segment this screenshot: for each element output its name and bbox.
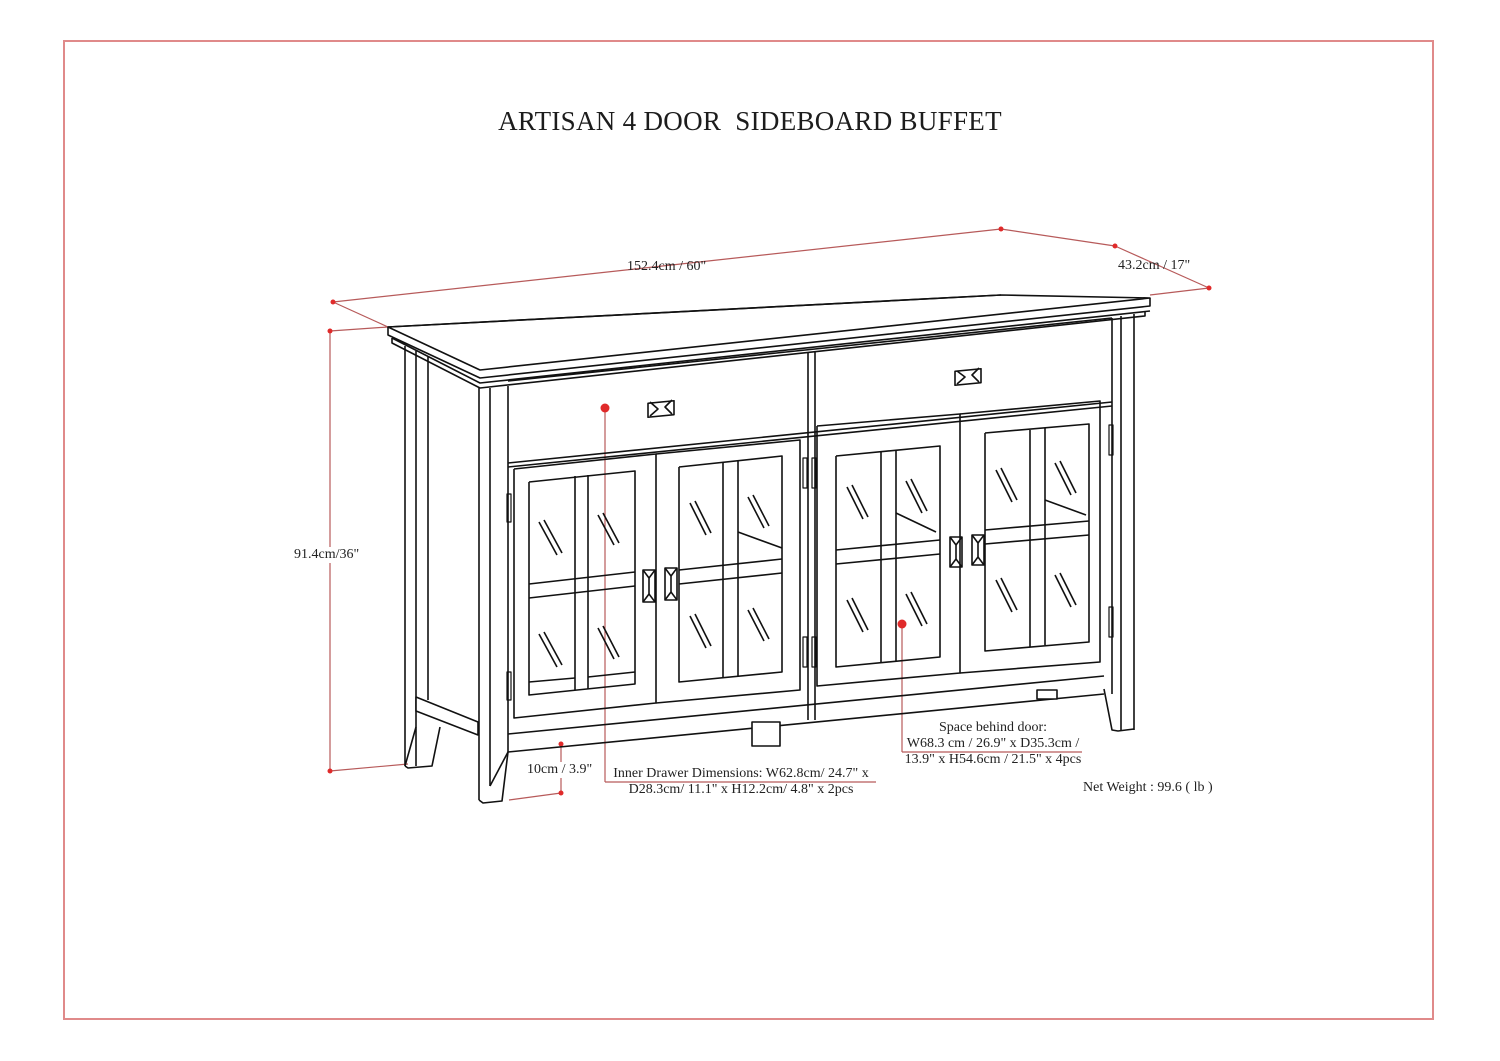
height-dimension-label: 91.4cm/36"	[294, 547, 360, 563]
width-dimension-label: 152.4cm / 60"	[627, 259, 707, 274]
glass-door-1	[513, 453, 657, 719]
door-handle-3	[949, 536, 963, 568]
net-weight-label: Net Weight : 99.6 ( lb )	[1083, 780, 1213, 795]
drawer-marker-dot	[600, 403, 610, 413]
door-space-line1: W68.3 cm / 26.9" x D35.3cm /	[906, 736, 1080, 751]
cabinet-top	[387, 294, 1151, 371]
drawer-dimensions-line2: D28.3cm/ 11.1" x H12.2cm/ 4.8" x 2pcs	[628, 782, 854, 797]
hinges	[506, 424, 1114, 701]
diagram-title: ARTISAN 4 DOOR SIDEBOARD BUFFET	[498, 106, 1002, 136]
depth-dimension-label: 43.2cm / 17"	[1118, 258, 1191, 273]
door-space-heading: Space behind door:	[938, 720, 1048, 735]
door-handle-4	[971, 534, 985, 566]
cabinet	[387, 294, 1151, 804]
drawer-dimensions-callout: Inner Drawer Dimensions: W62.8cm/ 24.7" …	[606, 766, 876, 798]
leg-clearance-label: 10cm / 3.9"	[527, 762, 593, 778]
glass-door-2	[655, 439, 801, 704]
door-marker-dot	[897, 619, 907, 629]
door-handle-1	[642, 569, 656, 603]
glass-door-3	[816, 413, 961, 687]
drawer-handle-right	[954, 367, 982, 387]
door-space-line2: 13.9" x H54.6cm / 21.5" x 4pcs	[904, 752, 1082, 767]
width-dimension-line	[332, 228, 1002, 303]
dimension-markers	[327, 226, 1212, 796]
drawer-handle-left	[647, 399, 675, 419]
drawer-dimensions-line1: Inner Drawer Dimensions: W62.8cm/ 24.7" …	[613, 766, 869, 781]
diagram-frame	[63, 40, 1434, 1020]
depth-dimension-line	[1114, 245, 1210, 289]
door-space-callout: Space behind door: W68.3 cm / 26.9" x D3…	[896, 720, 1090, 768]
door-handle-2	[664, 567, 678, 601]
glass-door-4	[959, 400, 1101, 674]
